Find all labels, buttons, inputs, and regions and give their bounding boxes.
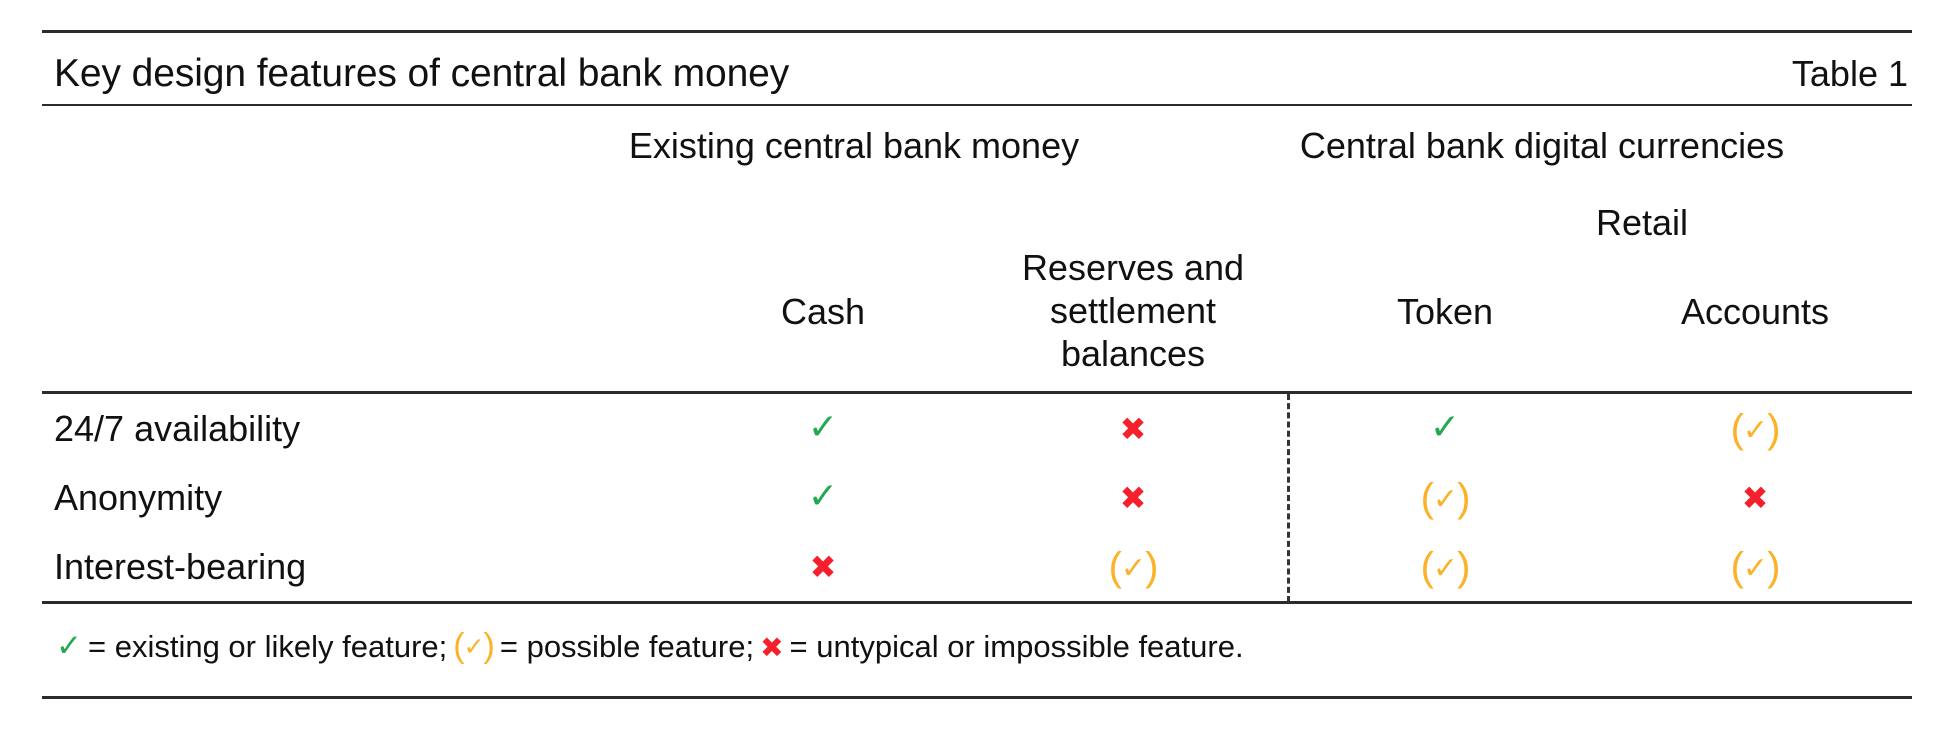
cell-anonymity-reserves: ✖ (988, 463, 1278, 532)
rule-bottom-border (42, 696, 1912, 699)
cell-interest-bearing-cash: ✖ (678, 532, 968, 601)
parenthesised-check-icon: (✓) (453, 627, 495, 665)
row-label-interest-bearing: Interest-bearing (54, 545, 307, 587)
table-footnote: ✓ = existing or likely feature; (✓) = po… (56, 612, 1896, 682)
footnote-mark-slot: ✖ (760, 629, 783, 665)
cross-icon: ✖ (1119, 478, 1147, 517)
cell-anonymity-accounts: ✖ (1610, 463, 1900, 532)
cell-24-7-availability-token: ✓ (1300, 394, 1590, 463)
table-container: Key design features of central bank mone… (42, 0, 1912, 740)
cell-interest-bearing-reserves: (✓) (988, 532, 1278, 601)
parenthesised-check-icon: (✓) (1108, 544, 1159, 589)
row-label-anonymity: Anonymity (54, 476, 223, 518)
table-row: Anonymity ✓ ✖ (✓) ✖ (42, 463, 1912, 532)
column-group-existing-central-bank-money: Existing central bank money (628, 125, 1080, 166)
cell-interest-bearing-token: (✓) (1300, 532, 1590, 601)
table-number-label: Table 1 (1791, 53, 1908, 95)
check-icon: ✓ (56, 628, 82, 664)
column-header-token: Token (1396, 291, 1494, 332)
rule-top-border (42, 30, 1912, 33)
cross-icon: ✖ (809, 547, 837, 586)
parenthesised-check-icon: (✓) (1730, 406, 1781, 451)
table-body: 24/7 availability ✓ ✖ ✓ (✓) Anonymity ✓ … (42, 394, 1912, 601)
table-header-area: Existing central bank money Central bank… (42, 106, 1912, 391)
check-icon: ✓ (1429, 406, 1461, 448)
check-icon: ✓ (807, 406, 839, 448)
footnote-text-possible: = possible feature; (499, 629, 755, 664)
column-group-central-bank-digital-currencies: Central bank digital currencies (1299, 125, 1785, 166)
rule-under-body (42, 601, 1912, 604)
cell-24-7-availability-cash: ✓ (678, 394, 968, 463)
cell-anonymity-cash: ✓ (678, 463, 968, 532)
parenthesised-check-icon: (✓) (1420, 475, 1471, 520)
cell-24-7-availability-reserves: ✖ (988, 394, 1278, 463)
column-subgroup-retail: Retail (1595, 202, 1689, 243)
footnote-text-existing: = existing or likely feature; (87, 629, 448, 664)
column-header-cash: Cash (780, 291, 866, 332)
cross-icon: ✖ (1741, 478, 1769, 517)
rule-under-title (42, 104, 1912, 106)
cell-24-7-availability-accounts: (✓) (1610, 394, 1900, 463)
cell-anonymity-token: (✓) (1300, 463, 1590, 532)
table-row: 24/7 availability ✓ ✖ ✓ (✓) (42, 394, 1912, 463)
table-row: Interest-bearing ✖ (✓) (✓) (✓) (42, 532, 1912, 601)
footnote-text-untypical: = untypical or impossible feature. (789, 629, 1244, 664)
cross-icon: ✖ (760, 631, 784, 664)
row-label-24-7-availability: 24/7 availability (54, 407, 301, 449)
cross-icon: ✖ (1119, 409, 1147, 448)
page-title: Key design features of central bank mone… (54, 51, 790, 95)
parenthesised-check-icon: (✓) (1420, 544, 1471, 589)
footnote-mark-slot: ✓ (56, 629, 82, 665)
table-title-row: Key design features of central bank mone… (42, 46, 1912, 102)
column-header-reserves-and-settlement-balances: Reserves and settlement balances (1021, 247, 1245, 375)
column-header-accounts: Accounts (1680, 291, 1830, 332)
cell-interest-bearing-accounts: (✓) (1610, 532, 1900, 601)
rule-under-headers (42, 391, 1912, 394)
parenthesised-check-icon: (✓) (1730, 544, 1781, 589)
check-icon: ✓ (807, 475, 839, 517)
vertical-dashed-separator (1287, 394, 1290, 602)
footnote-mark-slot: (✓) (453, 627, 495, 665)
